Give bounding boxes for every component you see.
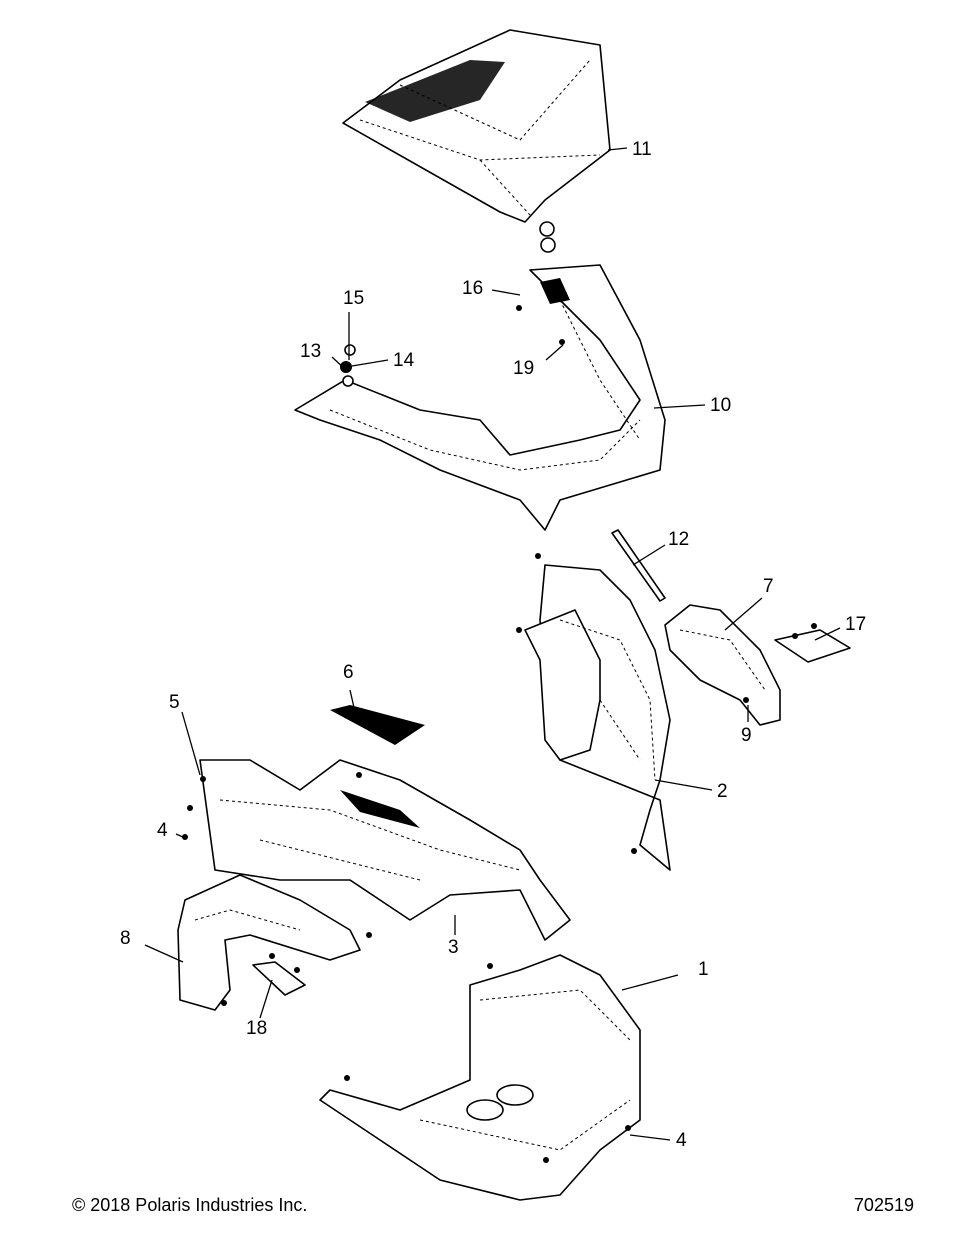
bracket-part-18 — [252, 961, 306, 996]
callout-7: 7 — [763, 576, 774, 597]
trim-strip-part-12 — [611, 529, 666, 602]
callout-4-lower: 4 — [676, 1130, 687, 1151]
callout-2: 2 — [717, 781, 728, 802]
callout-13: 13 — [300, 341, 321, 362]
callout-19: 19 — [513, 358, 534, 379]
callout-5: 5 — [169, 692, 180, 713]
callout-14: 14 — [393, 350, 415, 371]
callout-9: 9 — [741, 725, 752, 746]
callout-12: 12 — [668, 529, 689, 550]
callout-3: 3 — [448, 937, 459, 958]
callout-1: 1 — [698, 959, 709, 980]
dash-part-10 — [294, 264, 666, 531]
callout-16: 16 — [462, 278, 483, 299]
callout-18: 18 — [246, 1018, 267, 1039]
leader-lines — [144, 147, 841, 1141]
bracket-part-17 — [774, 629, 851, 663]
callout-8: 8 — [120, 928, 131, 949]
callout-11: 11 — [632, 139, 652, 160]
callout-15: 15 — [343, 288, 364, 309]
fasteners — [182, 305, 817, 1163]
callout-17: 17 — [845, 614, 866, 635]
front-panel-part-3 — [199, 759, 571, 941]
rear-panel-part-7 — [664, 604, 781, 726]
hood-part-11 — [342, 29, 611, 253]
lower-side-part-8 — [177, 874, 361, 1011]
callout-10: 10 — [710, 395, 731, 416]
callout-4-upper: 4 — [157, 820, 168, 841]
floor-console-part-1 — [319, 954, 641, 1201]
drawing-number: 702519 — [853, 1195, 914, 1215]
callout-6: 6 — [343, 662, 354, 683]
callout-labels: 11 16 15 13 14 19 10 12 7 17 6 5 9 2 4 3… — [120, 139, 866, 1151]
side-panel-part-2 — [524, 564, 671, 871]
vent-grille-part-6 — [330, 705, 425, 745]
copyright-notice: © 2018 Polaris Industries Inc. — [72, 1195, 308, 1215]
